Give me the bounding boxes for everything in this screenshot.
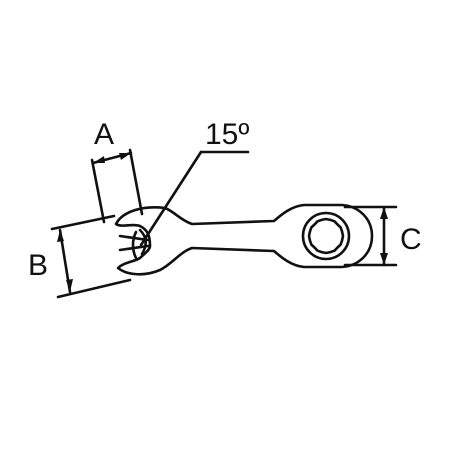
dim-c-arrow-bottom [380, 253, 388, 265]
dim-c-arrow-top [380, 207, 388, 219]
dimension-label-b: B [28, 249, 49, 282]
angle-arc [131, 230, 138, 260]
dimension-label-c: C [400, 223, 422, 256]
angle-ref-lower [118, 244, 150, 252]
ring-inner-star [307, 217, 345, 255]
ring-outer [301, 211, 351, 261]
dim-b-arrow-top [57, 230, 64, 242]
dim-a-extension-left [90, 158, 106, 224]
dim-b-extension-bottom [56, 278, 132, 299]
dim-b-arrow-bottom [66, 279, 73, 292]
angle-leader [139, 150, 203, 247]
angle-label: 15º [205, 118, 250, 151]
dim-a-extension-right [128, 148, 144, 216]
wrench-outline [114, 203, 374, 276]
angle-ref-upper [118, 234, 150, 242]
dim-a-arrow-right [119, 153, 131, 160]
dim-a-arrow-left [93, 156, 105, 163]
dim-b-extension-top [50, 214, 116, 231]
dimension-label-a: A [94, 118, 115, 151]
